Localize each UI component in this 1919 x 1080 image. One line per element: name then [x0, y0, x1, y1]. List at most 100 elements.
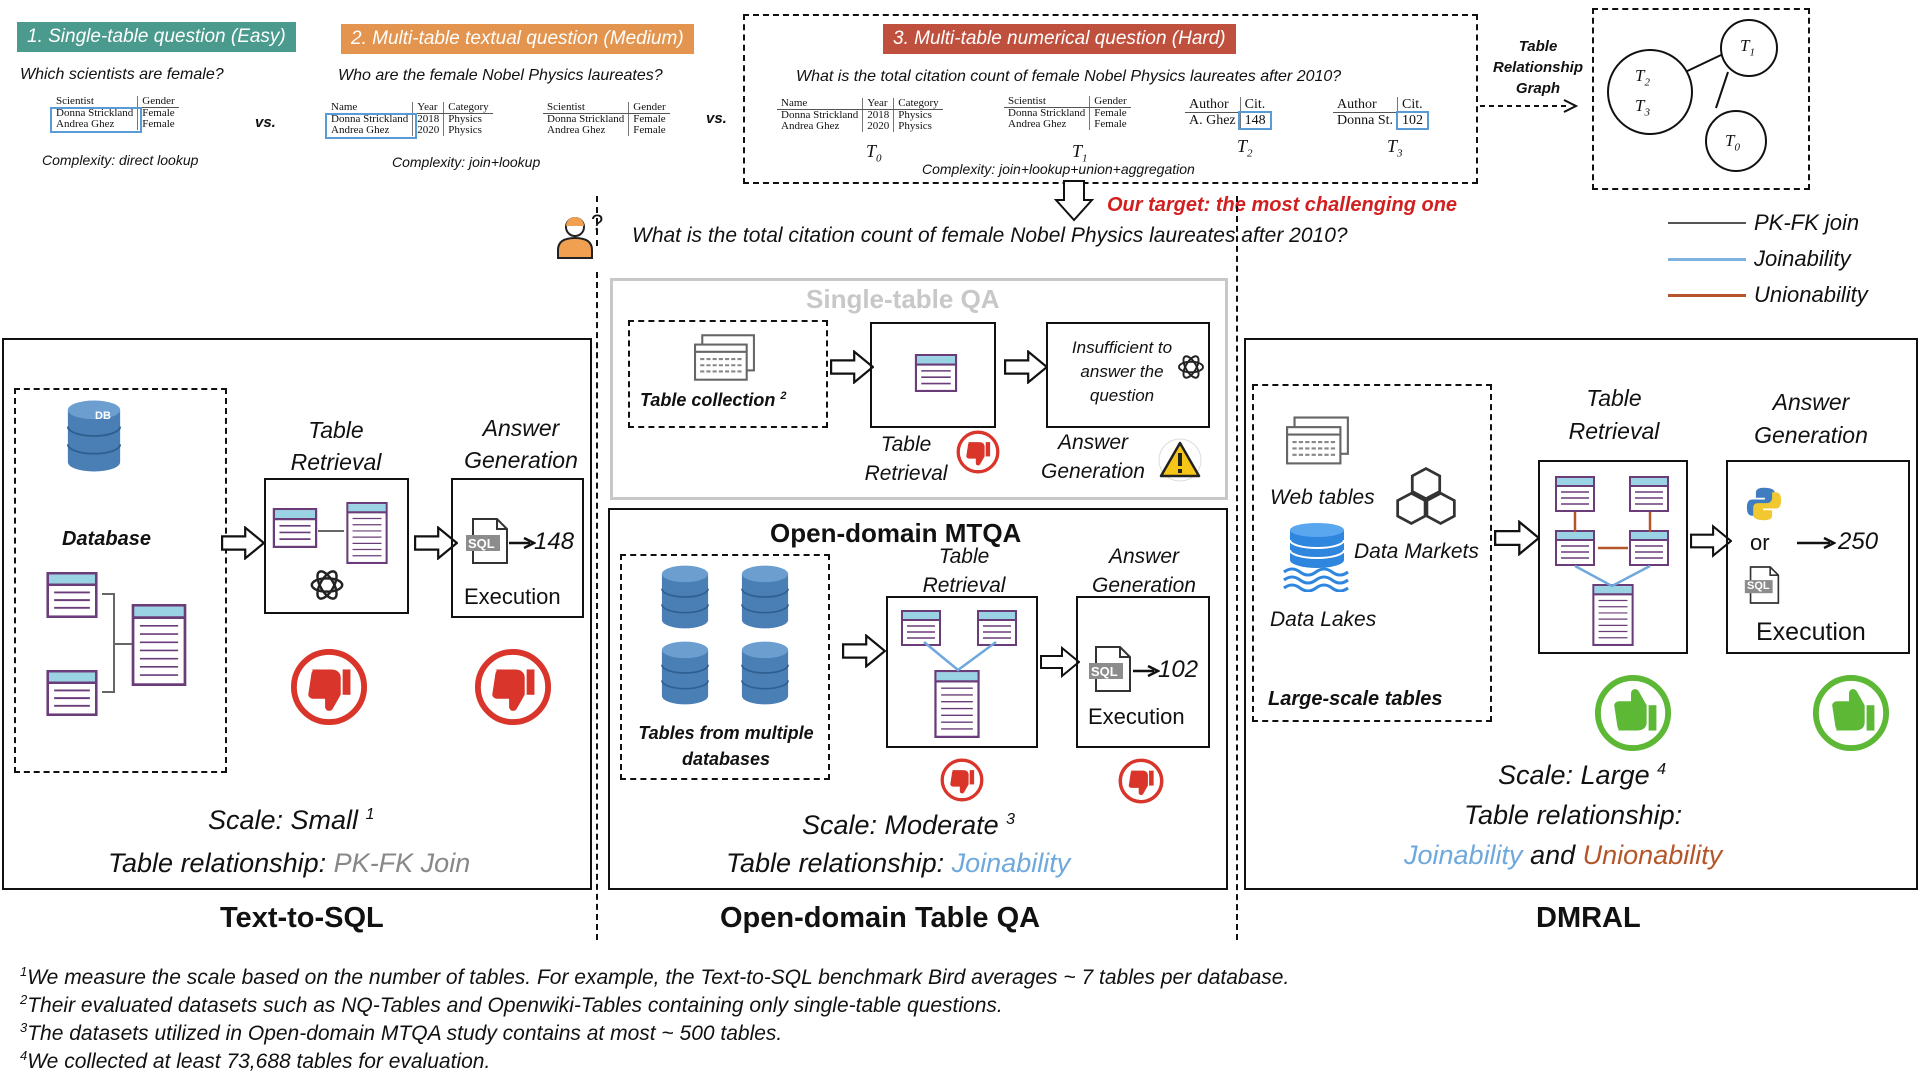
sql-arrow-1 — [221, 526, 265, 560]
table-header-cell: Name — [327, 102, 413, 114]
table-cell: Physics — [893, 109, 943, 121]
text-to-sql-title: Text-to-SQL — [220, 902, 384, 934]
mtqa-relationship: Table relationship: Joinability — [726, 848, 1071, 878]
table-cell: Andrea Ghez — [781, 120, 840, 132]
easy-tag: 1. Single-table question (Easy) — [17, 22, 296, 52]
dmral-thumb-up-1 — [1594, 674, 1672, 752]
table-header-cell: Gender — [628, 102, 670, 114]
mtqa-arrow-1 — [842, 634, 886, 668]
table-cell: 2020 — [862, 121, 894, 132]
graph-arrow — [1480, 99, 1578, 113]
dmral-relationship-prefix: Table relationship: — [1464, 800, 1683, 830]
dmral-table-1 — [1552, 476, 1598, 512]
table-row: Donna St.102 — [1333, 110, 1429, 130]
sql-scale: Scale: Small 1 — [208, 805, 375, 835]
web-tables-icon — [1286, 416, 1350, 466]
stqa-arrow-2 — [1004, 350, 1048, 384]
db-table-icon-3 — [42, 670, 102, 716]
mtqa-retrieval-table-3 — [934, 670, 980, 738]
dmral-generation-box — [1726, 460, 1910, 654]
table-cell: Female — [137, 107, 179, 119]
table-header-cell: Scientist — [543, 102, 629, 114]
mtqa-thumb-down-2 — [1118, 758, 1164, 804]
mtqa-answer-arrow — [1133, 664, 1160, 678]
medium-tag: 2. Multi-table textual question (Medium) — [341, 24, 694, 54]
mtqa-generation-box — [1076, 596, 1210, 748]
mtqa-panel — [608, 508, 1228, 890]
table-cell: A. Ghez — [1189, 113, 1236, 128]
sql-retrieval-label: Table Retrieval — [290, 417, 382, 475]
dmral-table-5 — [1590, 584, 1636, 646]
table-cell: 2018 — [412, 113, 444, 125]
table-header-cell: Author — [1185, 97, 1241, 113]
sql-icon-1-text: SQL — [468, 536, 495, 551]
hard-complexity: Complexity: join+lookup+union+aggregatio… — [922, 161, 1195, 177]
data-markets-label: Data Markets — [1354, 540, 1479, 563]
graph-node-t3: T3 — [1635, 96, 1650, 119]
easy-question: Which scientists are female? — [20, 66, 224, 83]
target-down-arrow — [1054, 180, 1094, 222]
mtqa-execution-label: Execution — [1088, 704, 1185, 729]
table-cell: Female — [628, 113, 670, 125]
single-table-qa-panel — [610, 278, 1228, 500]
mtqa-scale: Scale: Moderate 3 — [802, 810, 1016, 840]
python-icon — [1746, 486, 1782, 522]
table-cell: 2018 — [862, 109, 894, 121]
data-lakes-icon — [1282, 522, 1352, 592]
table-cell: Andrea Ghez — [52, 119, 138, 130]
table-header-cell: Category — [893, 98, 943, 110]
openai-icon-2 — [1176, 352, 1206, 382]
sql-retrieval-table-2 — [344, 502, 390, 564]
table-header-cell: Cit. — [1397, 97, 1427, 113]
sql-execution-label: Execution — [464, 584, 561, 609]
sql-relationship: Table relationship: PK-FK Join — [108, 848, 471, 878]
table-cell: Donna Strickland — [1008, 107, 1086, 119]
dmral-retrieval-box — [1538, 460, 1688, 654]
large-scale-label: Large-scale tables — [1268, 688, 1443, 710]
table-cell: Donna Strickland — [547, 113, 625, 125]
sql-answer-arrow — [509, 536, 536, 550]
sql-thumb-down-2 — [474, 648, 552, 726]
sql-retrieval-box — [264, 478, 409, 614]
db-table-icon-1 — [42, 572, 102, 618]
table-cell: Donna Strickland — [327, 114, 413, 126]
data-markets-icon — [1394, 466, 1458, 526]
data-lakes-label: Data Lakes — [1270, 608, 1377, 631]
dmral-scale: Scale: Large 4 — [1498, 760, 1667, 790]
dmral-panel — [1244, 338, 1918, 890]
hard-question: What is the total citation count of fema… — [796, 68, 1342, 85]
sql-retrieval-pkfk-line — [318, 530, 344, 532]
sql-generation-box — [451, 478, 584, 618]
vs-label-1: vs. — [255, 114, 276, 131]
medium-question: Who are the female Nobel Physics laureat… — [338, 67, 663, 84]
graph-node-t0: T0 — [1725, 131, 1740, 154]
separator-right — [1236, 196, 1238, 940]
dmral-arrow-1 — [1494, 520, 1540, 556]
mtqa-thumb-down-1 — [940, 758, 984, 802]
dmral-answer-arrow — [1797, 536, 1836, 550]
table-cell: 102 — [1395, 110, 1429, 130]
dmral-relation-lines — [1573, 512, 1652, 588]
mtqa-db-3 — [660, 640, 710, 706]
dmral-or-label: or — [1750, 530, 1770, 555]
sql-answer: 148 — [534, 528, 575, 555]
table-cell: Female — [137, 119, 179, 130]
hard-label-t2: T2 — [1237, 136, 1253, 160]
legend-joinability-label: Joinability — [1754, 246, 1851, 271]
hard-tag: 3. Multi-table numerical question (Hard) — [883, 24, 1236, 54]
sql-retrieval-table-1 — [272, 508, 318, 548]
footnote-3: 3The datasets utilized in Open-domain MT… — [20, 1020, 783, 1045]
table-cell: 2020 — [412, 125, 444, 136]
web-tables-label: Web tables — [1270, 486, 1375, 509]
table-cell: Female — [1089, 119, 1131, 130]
legend-unionability-line — [1668, 294, 1746, 297]
